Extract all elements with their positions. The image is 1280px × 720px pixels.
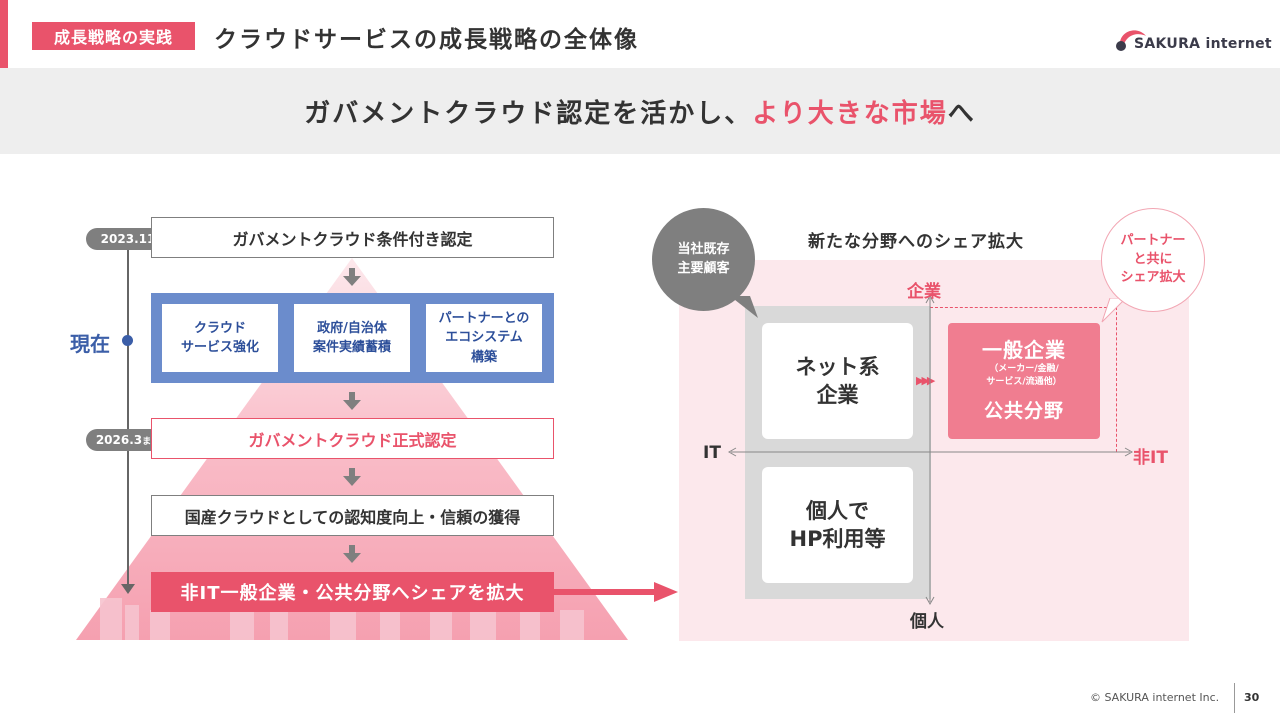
date-badge-2026-text: 2026.3 [95,433,143,447]
step-expand-share: 非IT一般企業・公共分野へシェアを拡大 [151,572,554,612]
axis-label-company: 企業 [907,282,941,302]
down-arrow-icon [343,545,361,563]
bubble-partner-share: パートナー と共に シェア拡大 [1101,208,1205,312]
bubble-existing-customers: 当社既存 主要顧客 [652,208,755,311]
now-label: 現在 [70,332,110,356]
initiative-cloud-service: クラウド サービス強化 [162,304,278,372]
step-official-certification: ガバメントクラウド正式認定 [151,418,554,459]
bubble-tail-gray [730,296,758,318]
slide-title: クラウドサービスの成長戦略の全体像 [214,27,639,53]
timeline-arrowhead [121,584,135,594]
date-badge-2023: 2023.11 [86,228,170,250]
footer-copyright: © SAKURA internet Inc. [1090,691,1220,704]
card-net-companies: ネット系 企業 [762,323,913,439]
matrix-title: 新たな分野へのシェア拡大 [808,232,1024,252]
step-conditional-certification: ガバメントクラウド条件付き認定 [151,217,554,258]
footer-divider [1234,683,1235,713]
right-arrow-icon [554,582,678,602]
headline-text: ガバメントクラウド認定を活かし、 [304,98,753,129]
target-area-dashed [930,307,1117,452]
sakura-logo-icon [1116,30,1146,51]
target-title: 一般企業 [982,338,1066,362]
axis-label-it: IT [703,443,721,463]
headline-highlight: より大きな市場 [752,98,948,129]
target-general-companies: 一般企業 （メーカー/金融/ サービス/流通他） 公共分野 [948,323,1100,439]
headline-banner: ガバメントクラウド認定を活かし、より大きな市場へ [0,68,1280,154]
down-arrow-icon [343,468,361,486]
section-tag: 成長戦略の実践 [32,22,195,50]
down-arrow-icon [343,268,361,286]
initiative-partner-ecosystem: パートナーとの エコシステム 構築 [426,304,542,372]
page-number: 30 [1244,691,1260,704]
triple-arrow-icon: ▶▶▶ [916,374,935,387]
headline-suffix: へ [947,98,976,129]
matrix-axes [727,294,1134,606]
target-public: 公共分野 [983,400,1064,423]
accent-bar [0,0,8,68]
axis-label-individual: 個人 [910,612,944,632]
down-arrow-icon [343,392,361,410]
now-dot [122,335,133,346]
initiative-government-projects: 政府/自治体 案件実績蓄積 [294,304,410,372]
target-detail: （メーカー/金融/ サービス/流通他） [986,364,1062,388]
axis-label-non-it: 非IT [1133,448,1168,468]
timeline-line [127,238,129,588]
card-individual-hp: 個人で HP利用等 [762,467,913,583]
logo-text: SAKURA internet [1134,36,1272,52]
step-brand-trust: 国産クラウドとしての認知度向上・信頼の獲得 [151,495,554,536]
bubble-tail-pink [1101,298,1127,323]
